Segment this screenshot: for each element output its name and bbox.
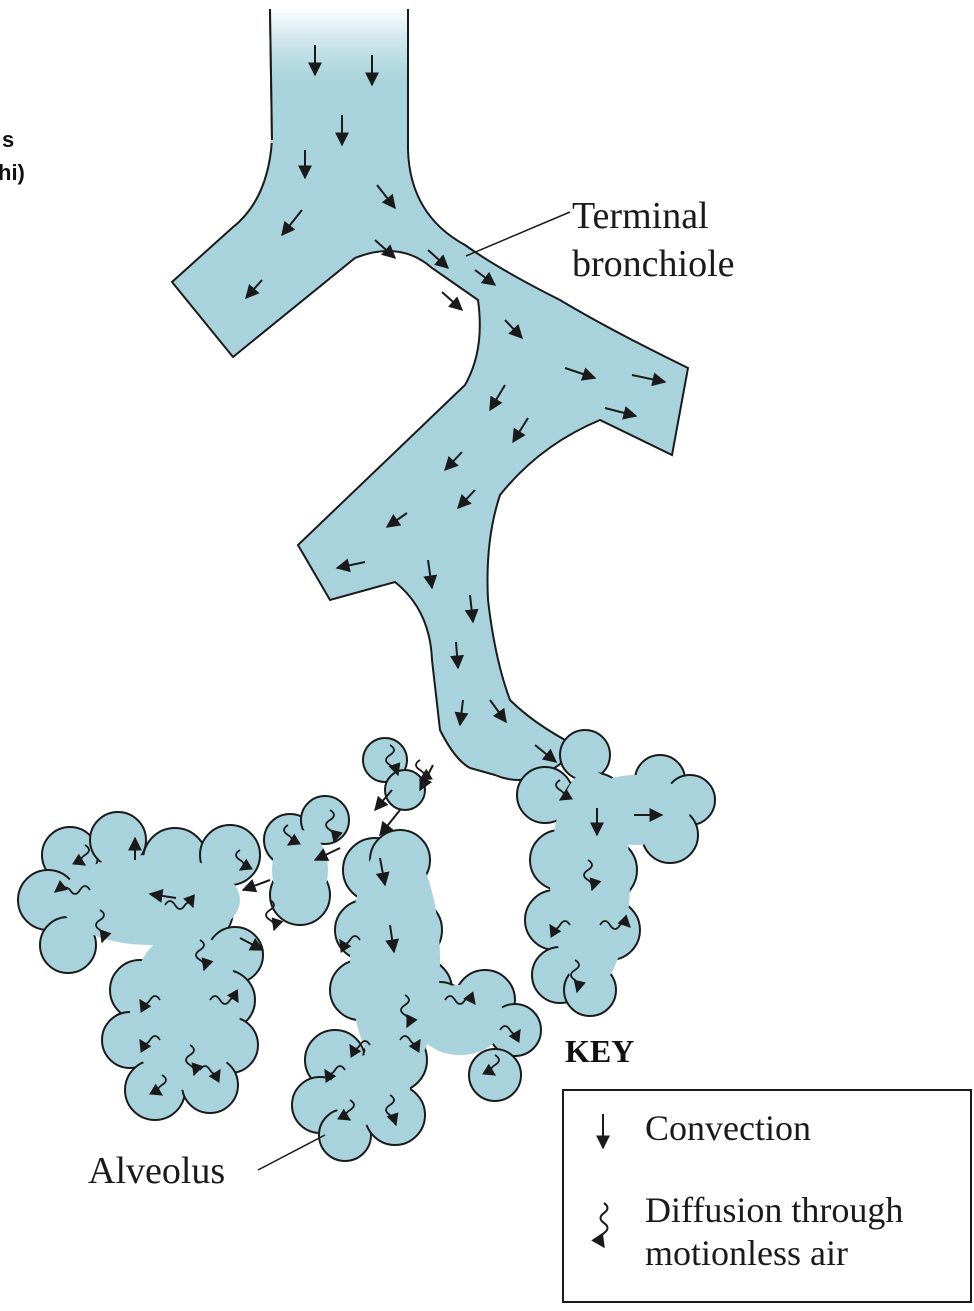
- diffusion-arrow: [266, 900, 275, 930]
- terminal-bronchiole-label-line2: bronchiole: [572, 243, 735, 285]
- terminal-bronchiole-leader-line: [466, 212, 570, 256]
- left-edge-label-2: hi): [0, 160, 25, 185]
- alveolus-leader-line: [258, 1135, 325, 1170]
- key-convection-label: Convection: [645, 1108, 811, 1148]
- airway-top-fade: [271, 8, 407, 143]
- alveolus-label: Alveolus: [88, 1150, 225, 1192]
- left-edge-label-1: s: [2, 127, 14, 152]
- terminal-bronchiole-label-line1: Terminal: [572, 195, 709, 237]
- convection-arrow: [442, 292, 462, 310]
- bronchiole-tree: [172, 8, 688, 780]
- key-diffusion-label-line2: motionless air: [645, 1233, 848, 1273]
- key-diffusion-label-line1: Diffusion through: [645, 1190, 903, 1230]
- key-legend: KEY Convection Diffusion through motionl…: [563, 1033, 971, 1302]
- airway-tube: [172, 10, 688, 780]
- key-title: KEY: [565, 1033, 634, 1069]
- convection-arrow: [243, 880, 270, 890]
